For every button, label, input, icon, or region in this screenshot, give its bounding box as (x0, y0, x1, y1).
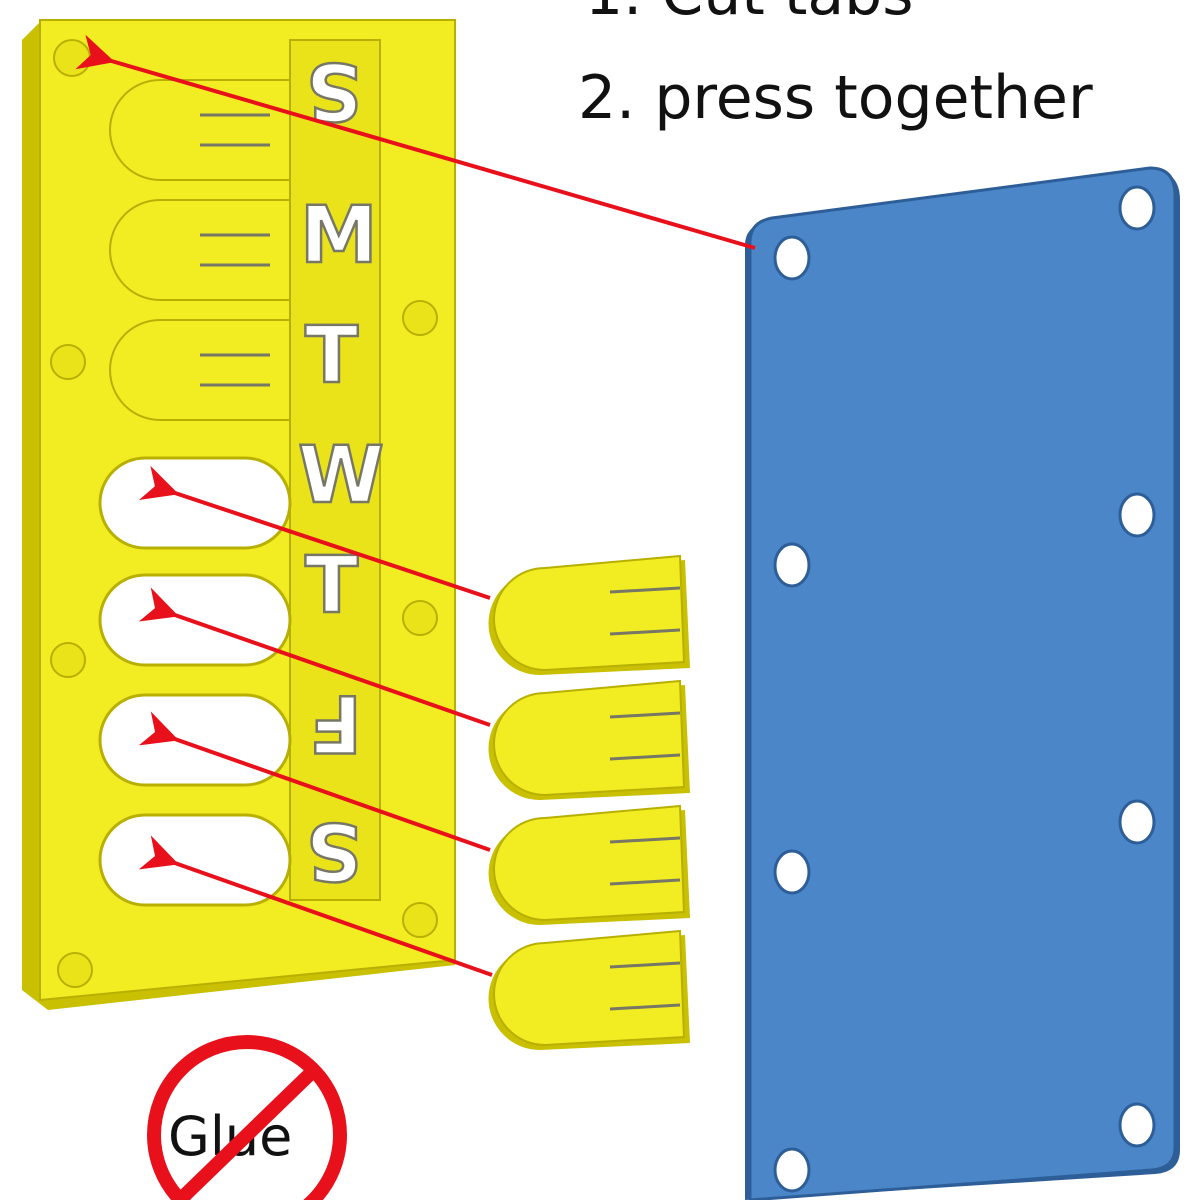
no-glue-icon: Glue (147, 1035, 347, 1200)
day-letter-thursday: T (305, 541, 358, 631)
loose-tab (488, 929, 690, 1050)
day-letter-wednesday: W (298, 431, 384, 521)
arrow-icon (75, 34, 756, 977)
loose-tabs (488, 554, 690, 1050)
lid-panel (745, 166, 1180, 1200)
loose-tab (488, 804, 690, 925)
day-letter-monday: M (300, 191, 378, 281)
day-letters: S M T W T F S (297, 44, 386, 897)
day-letter-friday: F (309, 677, 362, 767)
day-letter-saturday: S (306, 805, 362, 895)
filled-slots (109, 79, 291, 421)
instruction-step1: 1. Cut tabs (585, 0, 913, 29)
instruction-step2: 2. press together (578, 63, 1093, 133)
mounting-hole-icon (773, 185, 1156, 1193)
loose-tab (488, 679, 690, 800)
loose-tab (488, 554, 690, 675)
day-letter-tuesday: T (305, 311, 358, 401)
